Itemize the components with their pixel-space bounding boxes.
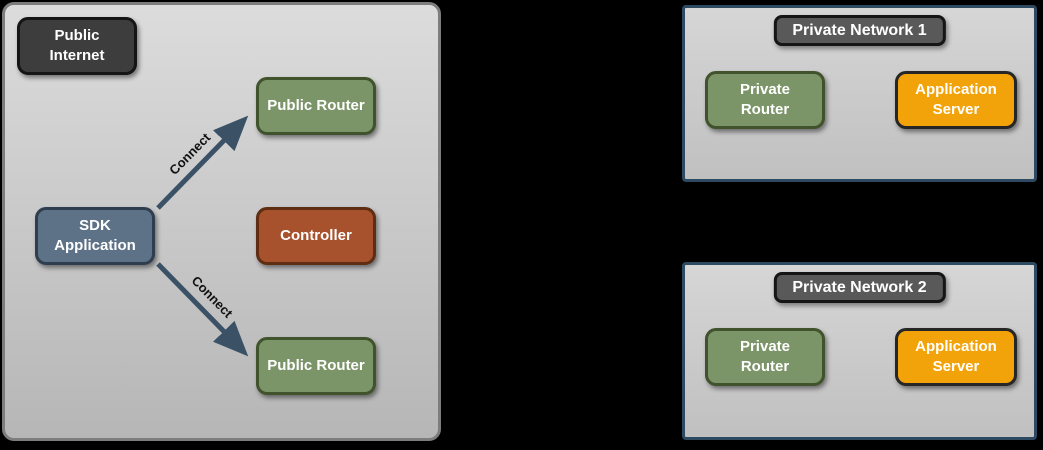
private-router-1-label: Private Router [739, 81, 791, 118]
application-server-1-label: Application Server [915, 81, 997, 118]
private-network-2-title-label: Private Network 2 [792, 278, 927, 296]
private-router-1-node: Private Router [705, 71, 825, 129]
connect-edge-top [156, 115, 249, 210]
private-network-1-title-label: Private Network 1 [792, 21, 927, 39]
application-server-1-node: Application Server [895, 71, 1017, 129]
application-server-2-label: Application Server [915, 338, 997, 375]
connect-edge-bottom [156, 262, 249, 357]
sdk-application-label: SDK Application [54, 217, 136, 254]
public-internet-label: Public Internet [49, 27, 105, 64]
private-router-2-label: Private Router [739, 338, 791, 375]
connect-label-top: Connect [166, 130, 214, 178]
controller-node: Controller [256, 207, 376, 265]
sdk-application-node: SDK Application [35, 207, 155, 265]
public-internet-label-node: Public Internet [17, 17, 137, 75]
private-network-2-panel: Private Network 2 Private Router Applica… [682, 262, 1037, 440]
public-router-top-node: Public Router [256, 77, 376, 135]
private-network-1-title: Private Network 1 [773, 15, 946, 46]
controller-label: Controller [280, 227, 352, 245]
public-internet-zone: Connect Connect Public Internet Public R… [2, 2, 441, 441]
public-router-bottom-node: Public Router [256, 337, 376, 395]
private-network-2-title: Private Network 2 [773, 272, 946, 303]
public-router-top-label: Public Router [267, 97, 365, 115]
private-network-1-panel: Private Network 1 Private Router Applica… [682, 5, 1037, 182]
private-router-2-node: Private Router [705, 328, 825, 386]
application-server-2-node: Application Server [895, 328, 1017, 386]
connect-label-bottom: Connect [189, 273, 237, 321]
public-router-bottom-label: Public Router [267, 357, 365, 375]
